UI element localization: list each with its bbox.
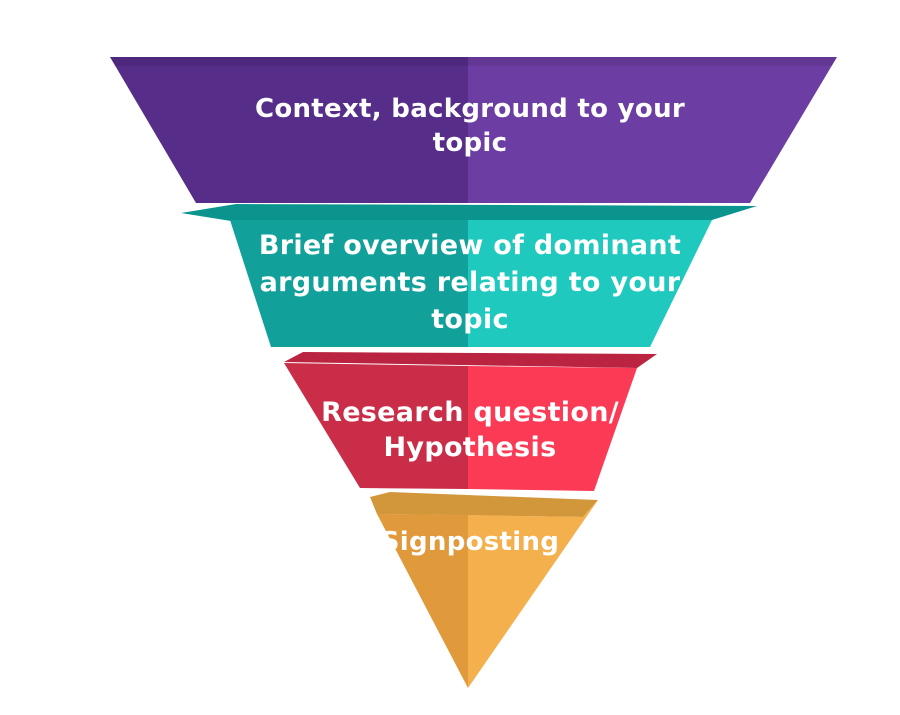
level-2-left-panel — [230, 220, 468, 347]
level-1-right-panel — [468, 57, 837, 203]
level-3-fold — [284, 352, 657, 368]
level-1-left-panel — [110, 57, 468, 203]
level-1-top-shade — [110, 57, 837, 66]
level-4-left-panel — [377, 514, 468, 688]
level-3-right-panel — [468, 366, 637, 491]
level-3-left-panel — [284, 363, 468, 489]
level-2-right-panel — [468, 220, 712, 347]
level-4-fold — [370, 492, 598, 517]
level-2-fold — [181, 204, 757, 221]
level-4-right-panel — [468, 500, 598, 688]
